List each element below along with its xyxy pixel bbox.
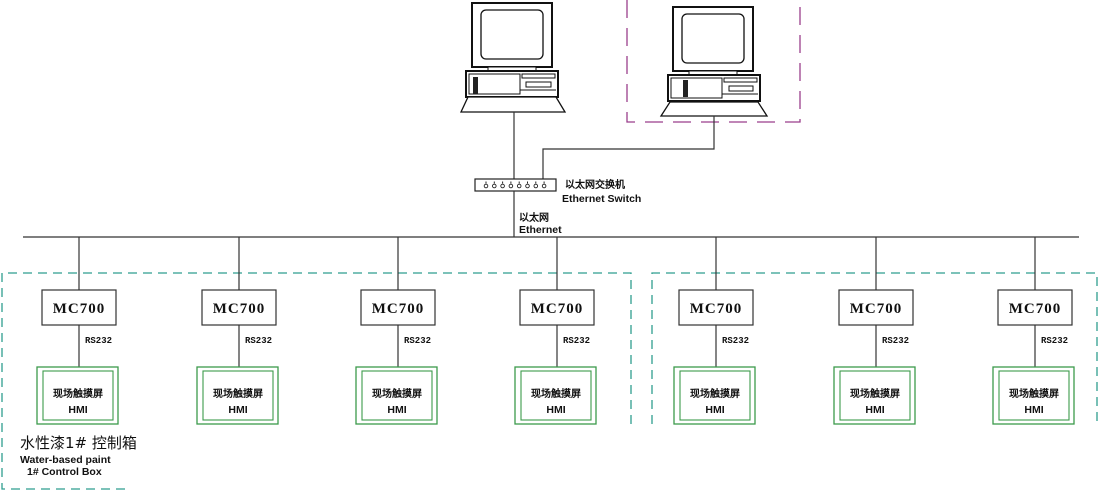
hmi-label-en: HMI (228, 404, 247, 416)
remote-pc-link (542, 116, 715, 179)
controller-nodes: MC700RS232现场触摸屏HMIMC700RS232现场触摸屏HMIMC70… (36, 237, 1075, 425)
rs232-label: RS232 (722, 336, 749, 346)
mc700-box (678, 289, 754, 326)
desktop-computer-icon (659, 6, 769, 117)
rs232-label: RS232 (882, 336, 909, 346)
hmi-screen (202, 370, 274, 421)
hmi-label-cn: 现场触摸屏 (531, 387, 581, 400)
switch-label-cn: 以太网交换机 (565, 178, 625, 191)
hmi-label-cn: 现场触摸屏 (850, 387, 900, 400)
hmi-label-cn: 现场触摸屏 (372, 387, 422, 400)
switch-port (508, 183, 514, 189)
switch-port (533, 183, 539, 189)
hmi-screen (520, 370, 592, 421)
hmi-screen (998, 370, 1070, 421)
remote-computer (659, 6, 769, 117)
mc700-label: MC700 (53, 301, 106, 317)
ethernet-switch: 以太网交换机 Ethernet Switch (474, 178, 641, 205)
switch-port (541, 183, 547, 189)
hmi-screen (361, 370, 433, 421)
switch-port (492, 183, 497, 189)
hmi-label-en: HMI (546, 404, 565, 416)
rs232-label: RS232 (245, 336, 272, 346)
mc700-label: MC700 (213, 301, 266, 317)
switch-label-en: Ethernet Switch (562, 193, 641, 205)
switch-port (516, 183, 522, 189)
rs232-label: RS232 (85, 336, 112, 346)
mc700-box (360, 289, 436, 326)
switch-port (525, 183, 530, 189)
group-label-en-line2: 1# Control Box (27, 466, 102, 478)
hmi-label-en: HMI (865, 404, 884, 416)
switch-port (500, 183, 505, 189)
hmi-label-en: HMI (1024, 404, 1043, 416)
group-label-cn: 水性漆1# 控制箱 (20, 434, 137, 452)
mc700-box (41, 289, 117, 326)
hmi-label-cn: 现场触摸屏 (690, 387, 740, 400)
mc700-label: MC700 (372, 301, 425, 317)
group-label-en-line1: Water-based paint (20, 454, 111, 466)
desktop-computer-icon (459, 2, 567, 113)
hmi-label-cn: 现场触摸屏 (53, 387, 103, 400)
main-computer (459, 2, 567, 113)
right-group-frame (651, 272, 1098, 424)
mc700-label: MC700 (690, 301, 743, 317)
hmi-label-en: HMI (705, 404, 724, 416)
hmi-screen (679, 370, 751, 421)
hmi-label-cn: 现场触摸屏 (1009, 387, 1059, 400)
hmi-screen (42, 370, 114, 421)
hmi-label-cn: 现场触摸屏 (213, 387, 263, 400)
hmi-screen (839, 370, 911, 421)
rs232-label: RS232 (404, 336, 431, 346)
rs232-label: RS232 (1041, 336, 1068, 346)
mc700-label: MC700 (850, 301, 903, 317)
rs232-label: RS232 (563, 336, 590, 346)
hmi-label-en: HMI (387, 404, 406, 416)
mc700-label: MC700 (531, 301, 584, 317)
left-group-frame (1, 272, 632, 490)
mc700-box (838, 289, 914, 326)
switch-port (483, 183, 489, 189)
bus-label-cn: 以太网 (519, 211, 549, 224)
mc700-box (201, 289, 277, 326)
mc700-label: MC700 (1009, 301, 1062, 317)
hmi-label-en: HMI (68, 404, 87, 416)
bus-label-en: Ethernet (519, 224, 562, 236)
